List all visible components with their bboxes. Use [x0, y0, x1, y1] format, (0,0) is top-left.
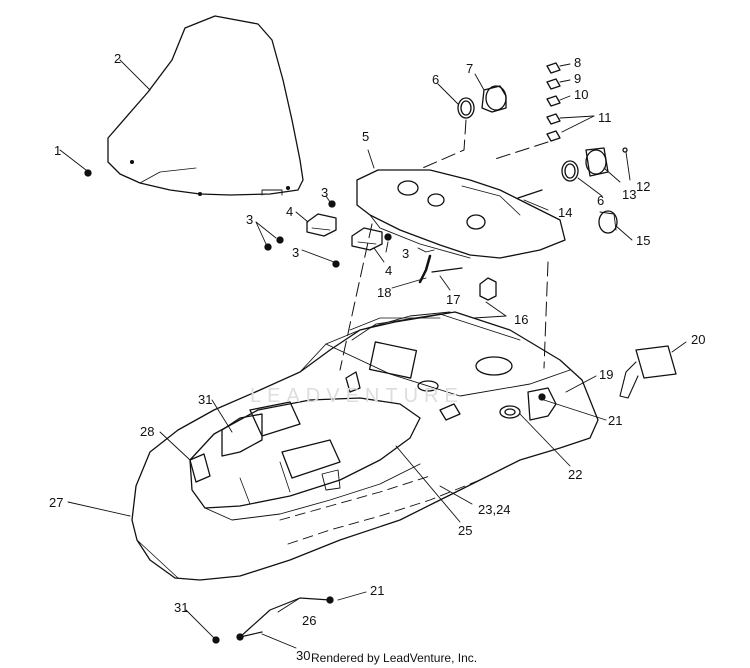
windshield-brackets [306, 213, 383, 251]
callout-3a: 3 [321, 185, 329, 200]
callout-30: 30 [296, 648, 311, 663]
hood-body [131, 311, 599, 581]
callout-15: 15 [636, 233, 651, 248]
callout-25: 25 [458, 523, 473, 538]
callout-6b: 6 [597, 193, 605, 208]
callout-16: 16 [514, 312, 529, 327]
callout-21a: 21 [608, 413, 623, 428]
callout-17: 17 [446, 292, 461, 307]
callout-23-24: 23,24 [478, 502, 511, 517]
windshield [107, 15, 304, 197]
callout-3b: 3 [246, 212, 254, 227]
hidden-edges [279, 475, 481, 545]
callout-14: 14 [558, 205, 573, 220]
callout-2: 2 [114, 51, 122, 66]
callout-21b: 21 [370, 583, 385, 598]
callout-4a: 4 [286, 204, 294, 219]
callout-19: 19 [599, 367, 614, 382]
callout-13: 13 [622, 187, 637, 202]
callout-20: 20 [691, 332, 706, 347]
hood-cable [239, 597, 331, 638]
cables [418, 189, 543, 284]
callout-8: 8 [574, 55, 582, 70]
callout-6a: 6 [432, 72, 440, 87]
callout-3c: 3 [292, 245, 300, 260]
watermark-text: LEADVENTURE [250, 385, 464, 407]
rendered-by-footer: Rendered by LeadVenture, Inc. [311, 651, 478, 665]
callout-4b: 4 [385, 263, 393, 278]
callout-9: 9 [574, 71, 582, 86]
callout-18: 18 [377, 285, 392, 300]
dash-console [356, 169, 566, 259]
callout-31b: 31 [174, 600, 189, 615]
assembly-lines [339, 119, 549, 371]
callout-10: 10 [574, 87, 589, 102]
gauges-switches [457, 62, 628, 301]
callout-7: 7 [466, 61, 474, 76]
callout-26: 26 [302, 613, 317, 628]
callout-11: 11 [598, 110, 612, 125]
callout-27: 27 [49, 495, 64, 510]
callout-5: 5 [362, 129, 370, 144]
callout-3d: 3 [402, 246, 410, 261]
callout-22: 22 [568, 467, 583, 482]
callout-1: 1 [54, 143, 62, 158]
callout-12: 12 [636, 179, 651, 194]
callout-28: 28 [140, 424, 155, 439]
mirror [619, 345, 677, 399]
callout-31a: 31 [198, 392, 213, 407]
leader-lines [59, 59, 687, 649]
